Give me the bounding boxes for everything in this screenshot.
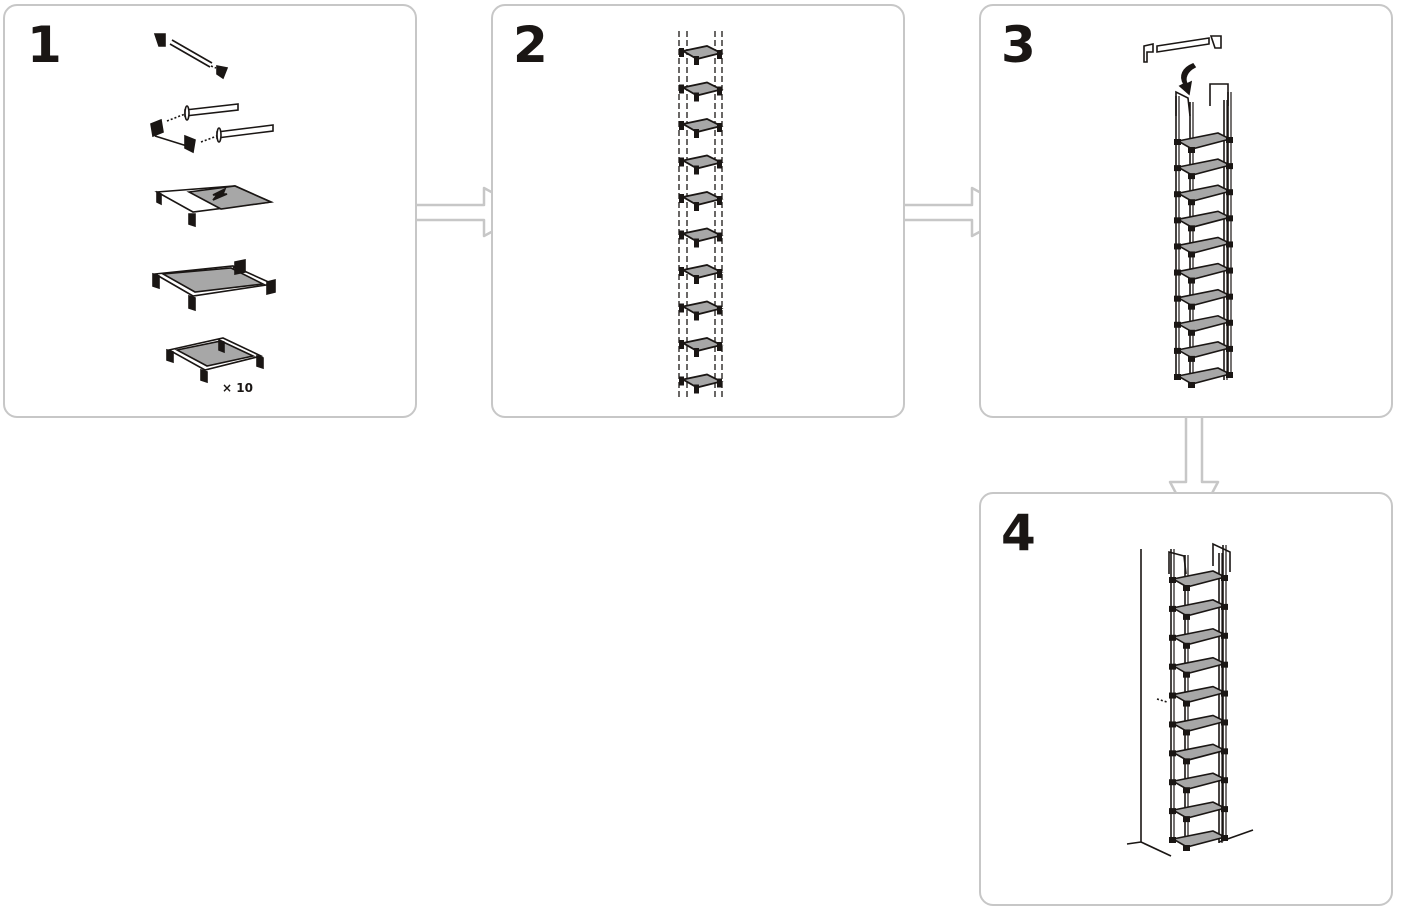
- exploded-shelf: [679, 227, 724, 248]
- tower3-shelf: [1174, 158, 1233, 180]
- top-frame-pieces: [1156, 542, 1231, 703]
- tower3-shelf: [1174, 262, 1233, 284]
- tower4-shelf: [1169, 830, 1228, 851]
- quantity-label: × 10: [222, 381, 253, 395]
- step-2-shelf-stack: [678, 31, 724, 398]
- tower3-shelf: [1174, 132, 1233, 153]
- tower3-shelf: [1174, 236, 1233, 258]
- step-2-panel: 2: [491, 4, 905, 418]
- tower4-shelf: [1169, 743, 1228, 765]
- tower4-shelf: [1169, 772, 1228, 794]
- top-frame-pieces: [1175, 83, 1229, 117]
- tower4-shelf: [1169, 570, 1228, 591]
- step-3-panel: 3: [979, 4, 1393, 418]
- exploded-shelf: [679, 337, 724, 357]
- exploded-shelf: [679, 264, 724, 284]
- step-1-number: 1: [27, 16, 62, 74]
- shelf-connectors-diagram: [152, 259, 276, 312]
- tower3-shelf: [1174, 184, 1233, 206]
- tower4-shelf: [1169, 685, 1228, 707]
- tower4-shelf: [1169, 599, 1228, 620]
- step-1-panel: 1: [3, 4, 417, 418]
- step-2-number: 2: [513, 16, 548, 74]
- step-4-number: 4: [1001, 504, 1036, 562]
- tower3-shelf: [1174, 210, 1233, 232]
- step-4-panel: 4: [979, 492, 1393, 906]
- exploded-shelf: [679, 118, 724, 138]
- tower4-shelf: [1169, 801, 1228, 823]
- step-3-tower: [1143, 35, 1233, 388]
- exploded-shelf: [679, 191, 724, 211]
- exploded-shelf: [679, 154, 724, 175]
- step-3-number: 3: [1001, 16, 1036, 74]
- tower3-shelf: [1174, 314, 1233, 336]
- tower3-shelf: [1174, 288, 1233, 310]
- cloth-insert-diagram: [154, 185, 274, 228]
- finished-shelf-diagram: [166, 337, 264, 384]
- frame-tubes-diagram: [150, 103, 274, 154]
- down-arrow-icon: [1178, 63, 1197, 96]
- tower3-shelf: [1174, 367, 1233, 388]
- tower4-shelf: [1169, 656, 1228, 678]
- exploded-shelf: [679, 373, 724, 394]
- top-rail-diagram: [1143, 35, 1222, 96]
- exploded-shelf: [679, 300, 724, 321]
- tower4-shelf: [1169, 627, 1228, 649]
- step-4-tower-against-wall: [1126, 542, 1254, 857]
- exploded-shelf: [679, 45, 724, 65]
- exploded-shelf: [679, 81, 724, 102]
- tower3-shelf: [1174, 341, 1233, 362]
- connector-tube-diagram: [153, 33, 229, 80]
- tower4-shelf: [1169, 714, 1228, 736]
- step-1-illustration: [150, 33, 276, 384]
